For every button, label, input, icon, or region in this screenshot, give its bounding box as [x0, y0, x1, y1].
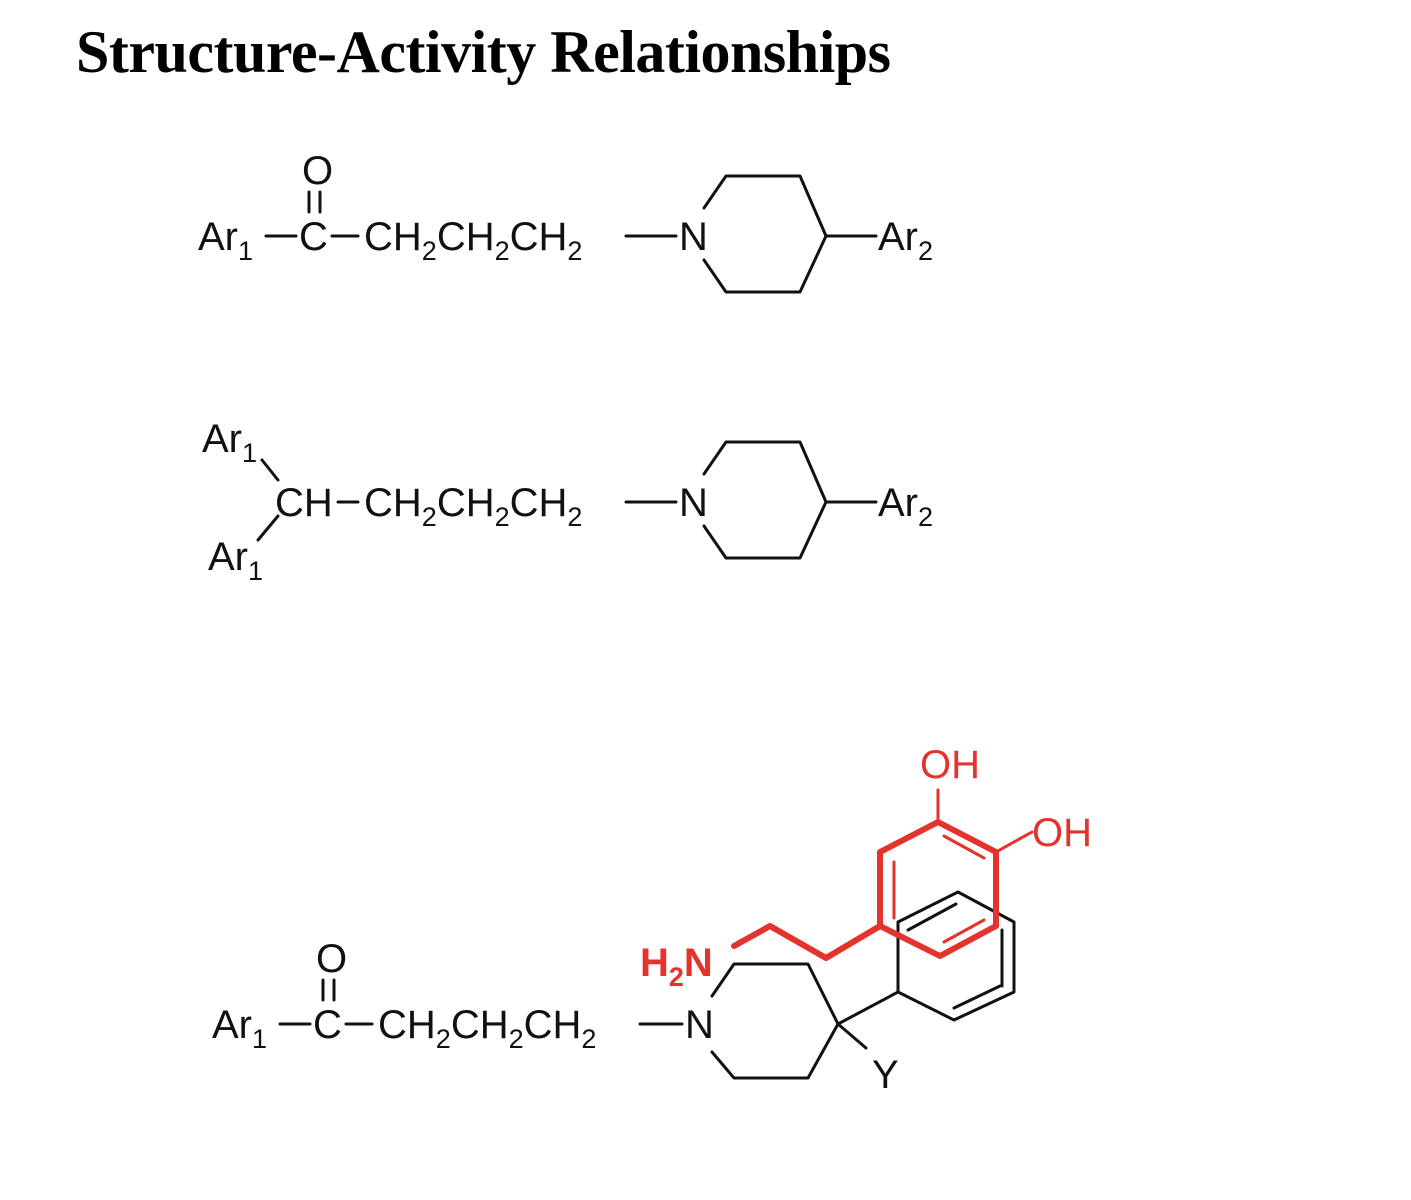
s1-ar1-label: Ar1 [198, 215, 253, 266]
s3-piperidine-ring [710, 962, 840, 1080]
s3-bond-ring-y [836, 1022, 868, 1050]
s1-carbon-label: C [299, 215, 328, 259]
s3-dopamine-ethyl-chain [731, 923, 883, 961]
s2-ar1-top-label: Ar1 [202, 417, 257, 468]
s3-oxygen-label: O [316, 937, 347, 981]
s2-nitrogen-label: N [679, 481, 708, 525]
s2-ch-label: CH [275, 481, 333, 525]
s1-carbonyl-double-bond [307, 190, 322, 214]
s3-bond-ring-phenyl [836, 990, 900, 1026]
s3-nitrogen-label: N [685, 1003, 714, 1047]
s2-bond-ar1-bottom [256, 514, 280, 542]
s2-chain-label: CH2CH2CH2 [364, 481, 582, 532]
s3-ar1-label: Ar1 [212, 1003, 267, 1054]
s3-carbon-label: C [313, 1003, 342, 1047]
structure-2: Ar1 Ar1 CH CH2CH2CH2 N Ar2 [202, 417, 933, 586]
s1-nitrogen-label: N [679, 215, 708, 259]
s3-phenyl-double-bonds [906, 902, 1004, 1010]
s3-dopamine-catechol-ring [877, 819, 999, 959]
s1-chain-label: CH2CH2CH2 [364, 215, 582, 266]
s1-oxygen-label: O [302, 149, 333, 193]
s3-dopamine-ring-double-bonds [892, 834, 986, 944]
s3-bond-oh-right [994, 830, 1034, 854]
s2-ar1-bottom-label: Ar1 [208, 535, 263, 586]
structure-3: O Ar1 C CH2CH2CH2 N Y O [212, 743, 1092, 1097]
s2-ar2-label: Ar2 [878, 481, 933, 532]
page-title: Structure-Activity Relationships [76, 19, 891, 85]
s2-piperidine-ring [702, 440, 828, 560]
s3-carbonyl-double-bond [321, 978, 336, 1002]
s3-oh-top-label: OH [920, 743, 980, 787]
s1-piperidine-ring [702, 174, 828, 294]
s1-ar2-label: Ar2 [878, 215, 933, 266]
s3-h2n-label: H2N [640, 941, 713, 992]
s3-chain-label: CH2CH2CH2 [378, 1003, 596, 1054]
s3-phenyl-ring [896, 890, 1016, 1022]
structure-1: O Ar1 C CH2CH2CH2 N Ar2 [198, 149, 933, 294]
s3-oh-right-label: OH [1032, 811, 1092, 855]
s2-bond-ar1-top [260, 458, 280, 482]
s3-y-label: Y [872, 1053, 899, 1097]
